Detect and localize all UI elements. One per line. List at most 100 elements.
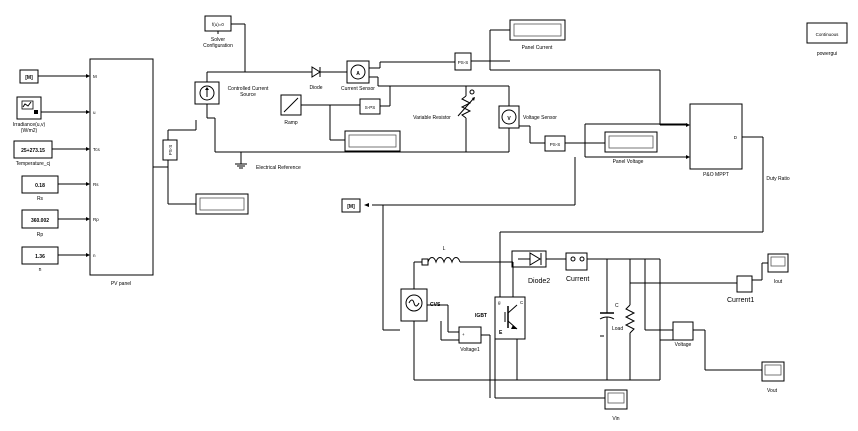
current-ps-s-converter[interactable]: PS-S	[454, 52, 472, 71]
vin-label: Vin	[612, 416, 619, 422]
port-label: Rp	[93, 217, 99, 222]
port-label: g	[498, 300, 501, 305]
voltage-sensor-block[interactable]: V	[498, 105, 520, 129]
current-measurement-block[interactable]	[565, 252, 588, 271]
variable-resistor-block[interactable]	[457, 86, 475, 152]
irradiance-units-label: (W/m2)	[21, 128, 38, 134]
temperature-label: Temperature_cj	[16, 161, 50, 167]
ramp-display-block[interactable]	[344, 130, 401, 152]
irradiance-label: Irradiance(u,v)	[13, 122, 46, 128]
voltage-measurement-block[interactable]	[672, 321, 694, 341]
rs-value: 0.18	[35, 183, 45, 189]
electrical-reference-label: Electrical Reference	[256, 165, 301, 171]
temperature-constant-block[interactable]: 25+273.15	[13, 140, 53, 159]
current1-label: Current1	[727, 297, 754, 304]
rp-value: 360.002	[31, 218, 49, 224]
irradiance-signal-block[interactable]	[16, 96, 42, 120]
inductor-block[interactable]	[421, 257, 461, 266]
temperature-value: 25+273.15	[21, 148, 45, 154]
pando-mppt-label: P&O MPPT	[703, 172, 729, 178]
ramp-label: Ramp	[284, 120, 298, 126]
panel-current-label: Panel Current	[522, 45, 553, 51]
igbt-block[interactable]: g C E	[494, 296, 526, 340]
current1-measurement-block[interactable]	[736, 275, 753, 293]
irradiance-from-block[interactable]: [M]	[19, 69, 39, 84]
ammeter-icon: A	[356, 71, 360, 77]
converter-label: S-PS	[365, 105, 376, 110]
inductor-label: L	[443, 246, 446, 252]
diode2-label: Diode2	[528, 278, 550, 285]
vout-label: Vout	[767, 388, 778, 394]
port-label: Tcs	[93, 147, 101, 152]
converter-label: PS-S	[168, 145, 173, 156]
powergui-block[interactable]: Continuous	[806, 22, 848, 44]
port-label: C	[520, 300, 524, 305]
solver-config-label: Solver	[211, 37, 226, 43]
converter-label: PS-S	[550, 142, 561, 147]
pando-mppt-subsystem[interactable]: D	[689, 103, 743, 170]
iout-label: Iout	[774, 279, 783, 285]
n-label: n	[39, 267, 42, 273]
pv-display-block[interactable]	[195, 193, 249, 215]
plus-sign: +	[462, 332, 465, 337]
ramp-s-ps-converter[interactable]: S-PS	[359, 98, 381, 115]
n-value: 1.36	[35, 254, 45, 260]
cvs-source-block[interactable]	[400, 288, 428, 322]
solver-config-value: f(u)=0	[212, 22, 224, 27]
capacitor-block[interactable]	[599, 259, 615, 380]
current-sensor-label: Current Sensor	[341, 86, 375, 92]
load-label: Load	[612, 326, 623, 332]
port-label: D	[734, 135, 738, 140]
voltage1-label: Voltage1	[460, 347, 480, 353]
controlled-current-label: Controlled Current	[228, 86, 269, 92]
voltage-label: Voltage	[675, 342, 692, 348]
igbt-label: IGBT	[475, 313, 487, 319]
iout-scope[interactable]	[767, 253, 789, 273]
powergui-label: powergui	[817, 51, 837, 57]
electrical-reference[interactable]	[235, 152, 247, 169]
current-sensor-block[interactable]: A	[346, 60, 370, 84]
panel-voltage-label: Panel Voltage	[613, 159, 644, 165]
diode-block[interactable]	[311, 66, 321, 78]
panel-current-display[interactable]	[509, 19, 566, 41]
solver-config-label-2: Configuration	[203, 43, 233, 49]
pv-panel-subsystem[interactable]: M u Tcs Rs Rp n	[89, 58, 154, 276]
n-constant-block[interactable]: 1.36	[21, 246, 59, 265]
converter-label: PS-S	[458, 60, 469, 65]
ramp-block[interactable]	[280, 94, 302, 116]
pv-ps-s-converter[interactable]: PS-S	[162, 139, 178, 161]
diode-label: Diode	[309, 85, 322, 91]
rs-constant-block[interactable]: 0.18	[21, 175, 59, 194]
voltage-ps-s-converter[interactable]: PS-S	[544, 135, 566, 152]
rs-label: Rs	[37, 196, 44, 202]
port-label: M	[93, 74, 97, 79]
port-label: u	[93, 110, 96, 115]
duty-ratio-label: Duty Ratio	[766, 176, 790, 182]
diode2-block[interactable]	[511, 250, 547, 268]
voltage-sensor-label: Voltage Sensor	[523, 115, 557, 121]
vout-scope[interactable]	[761, 361, 785, 382]
sine-icon	[408, 299, 420, 307]
panel-voltage-display[interactable]	[604, 131, 658, 153]
continuous-label: Continuous	[816, 32, 840, 37]
capacitor-label: C	[615, 303, 619, 309]
voltmeter-icon: V	[507, 116, 511, 122]
controlled-current-source[interactable]	[194, 81, 220, 105]
pv-panel-label: PV panel	[111, 281, 131, 287]
rp-constant-block[interactable]: 360.002	[21, 209, 59, 229]
current-label: Current	[566, 276, 589, 283]
solver-configuration-block[interactable]: f(u)=0	[204, 15, 232, 32]
goto-tag-label: [M]	[347, 204, 355, 210]
signal-icon	[22, 101, 32, 108]
vin-scope[interactable]	[604, 389, 628, 410]
port-label: n	[93, 253, 96, 258]
rp-label: Rp	[37, 232, 44, 238]
controlled-current-label-2: Source	[240, 92, 256, 98]
m-goto-block[interactable]: [M]	[341, 198, 361, 213]
load-resistor-block[interactable]	[624, 259, 636, 380]
port-label: E	[499, 330, 503, 336]
from-tag-label: [M]	[25, 75, 33, 81]
voltage1-measurement-block[interactable]: +	[458, 326, 482, 344]
variable-resistor-label: Variable Resistor	[413, 115, 451, 121]
